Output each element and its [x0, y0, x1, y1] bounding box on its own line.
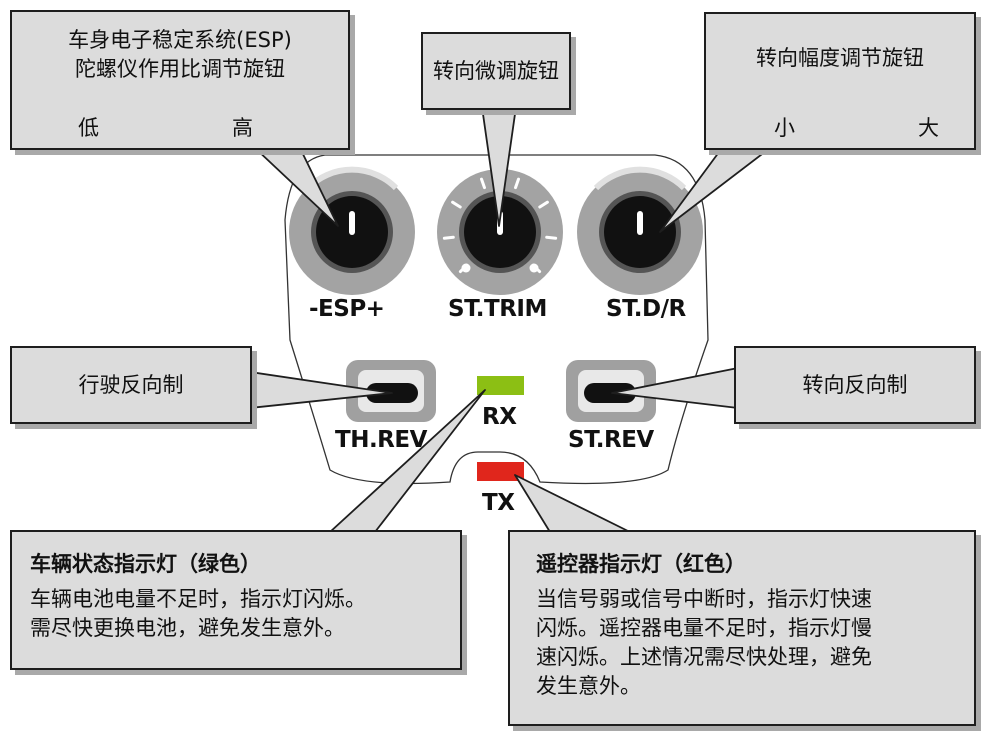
trim-dot-right	[529, 263, 539, 273]
remote-led-line4: 发生意外。	[536, 674, 641, 698]
strev-callout-title: 转向反向制	[802, 372, 908, 397]
trim-tick	[480, 177, 486, 190]
trim-tick	[442, 235, 455, 240]
trim-tick	[538, 200, 549, 209]
trim-panel-label: ST.TRIM	[448, 296, 547, 322]
vehicle-led-title: 车辆状态指示灯（绿色）	[30, 552, 261, 576]
vehicle-led-line2: 需尽快更换电池，避免发生意外。	[30, 616, 345, 640]
remote-led-line1: 当信号弱或信号中断时，指示灯快速	[536, 587, 872, 611]
remote-led-line3: 速闪烁。上述情况需尽快处理，避免	[536, 645, 872, 669]
vehicle-led-callout: 车辆状态指示灯（绿色） 车辆电池电量不足时，指示灯闪烁。 需尽快更换电池，避免发…	[10, 530, 462, 670]
threv-panel-label: TH.REV	[335, 427, 427, 453]
remote-led-line2: 闪烁。遥控器电量不足时，指示灯慢	[536, 616, 872, 640]
trim-tick	[451, 200, 462, 209]
trim-tick	[545, 235, 558, 240]
strev-callout: 转向反向制	[734, 346, 976, 424]
st-rev-switch[interactable]	[566, 360, 656, 422]
rx-label: RX	[482, 404, 517, 430]
esp-low-label: 低	[78, 116, 99, 140]
esp-callout-line2: 陀螺仪作用比调节旋钮	[75, 57, 285, 81]
tx-led	[477, 462, 524, 481]
dr-large-label: 大	[918, 116, 939, 140]
esp-high-label: 高	[232, 116, 253, 140]
threv-callout-title: 行驶反向制	[78, 372, 184, 397]
st-trim-knob[interactable]	[437, 169, 563, 295]
trim-callout: 转向微调旋钮	[421, 32, 571, 110]
trim-tick	[514, 177, 520, 190]
rx-led	[477, 376, 524, 395]
strev-panel-label: ST.REV	[568, 427, 654, 453]
trim-dot-left	[461, 263, 471, 273]
dr-panel-label: ST.D/R	[606, 296, 686, 322]
threv-callout: 行驶反向制	[10, 346, 252, 424]
remote-led-callout: 遥控器指示灯（红色） 当信号弱或信号中断时，指示灯快速 闪烁。遥控器电量不足时，…	[508, 530, 976, 726]
esp-panel-label: -ESP+	[309, 296, 385, 322]
th-rev-switch[interactable]	[346, 360, 436, 422]
trim-callout-title: 转向微调旋钮	[433, 58, 559, 83]
vehicle-led-line1: 车辆电池电量不足时，指示灯闪烁。	[30, 587, 366, 611]
esp-callout-line1: 车身电子稳定系统(ESP)	[68, 28, 292, 52]
dr-callout-title: 转向幅度调节旋钮	[756, 46, 924, 70]
dr-small-label: 小	[774, 116, 795, 140]
dr-callout: 转向幅度调节旋钮	[704, 12, 976, 150]
esp-callout: 车身电子稳定系统(ESP) 陀螺仪作用比调节旋钮	[10, 10, 350, 150]
st-dr-knob[interactable]	[577, 166, 703, 295]
tx-label: TX	[482, 490, 515, 516]
remote-led-title: 遥控器指示灯（红色）	[536, 552, 746, 576]
